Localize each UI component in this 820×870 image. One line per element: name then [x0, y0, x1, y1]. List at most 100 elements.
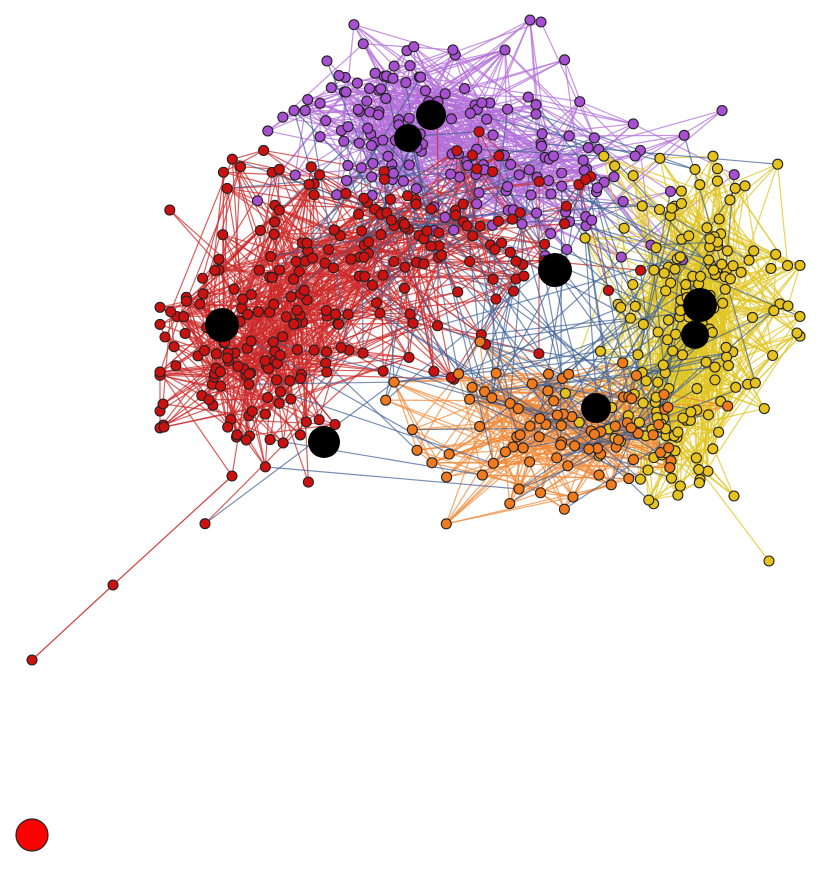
edge-purple [282, 43, 364, 118]
edge-red [376, 260, 545, 304]
node-purple [404, 60, 416, 72]
node-purple [577, 154, 589, 166]
node-purple [545, 188, 557, 200]
node-yellow [662, 334, 674, 346]
edge-inter-community [385, 249, 568, 401]
node-red [425, 240, 437, 252]
edge-purple [413, 46, 542, 147]
node-red [471, 163, 483, 175]
node-red [215, 380, 227, 392]
node-red [243, 368, 255, 380]
node-red [268, 228, 280, 240]
node-orange [555, 439, 567, 451]
edge-inter-community [479, 341, 666, 374]
node-yellow [691, 383, 703, 395]
edge-purple [504, 49, 595, 139]
edge-inter-community [348, 349, 562, 427]
node-red [306, 252, 319, 264]
node-red [518, 270, 530, 282]
edge-purple [353, 24, 456, 56]
edge-purple [591, 110, 723, 221]
node-purple [629, 150, 641, 162]
node-purple [536, 128, 548, 140]
node-purple [415, 71, 427, 83]
node-purple [591, 182, 603, 194]
edge-orange [492, 403, 511, 464]
node-yellow [665, 472, 678, 484]
node-yellow [672, 426, 684, 438]
node-orange [474, 420, 486, 432]
edge-purple [518, 145, 543, 176]
node-red [353, 208, 365, 220]
edge-inter-community [458, 306, 621, 375]
node-yellow [703, 254, 715, 266]
node-purple [382, 150, 394, 162]
node-red [209, 264, 221, 276]
node-purple [340, 86, 352, 98]
node-yellow [763, 555, 775, 567]
node-red [356, 225, 368, 237]
node-purple [582, 142, 594, 154]
node-red [232, 360, 244, 372]
edge-orange [509, 403, 565, 510]
edge-inter-community [535, 212, 596, 435]
edge-inter-community [518, 455, 600, 490]
node-yellow [634, 473, 646, 485]
edge-yellow [670, 163, 779, 284]
node-yellow [716, 258, 728, 270]
node-yellow [765, 262, 777, 274]
node-red [274, 349, 286, 361]
edge-red [226, 188, 249, 315]
node-yellow [609, 160, 621, 172]
node-red [226, 153, 238, 165]
node-yellow [721, 245, 733, 257]
node-red [464, 255, 476, 268]
node-yellow [722, 360, 734, 372]
edge-purple [579, 101, 636, 157]
edge-red [313, 323, 339, 351]
node-yellow [573, 416, 585, 428]
node-yellow [730, 381, 742, 393]
node-purple [481, 113, 493, 125]
node-yellow [559, 387, 572, 399]
node-yellow [748, 245, 760, 257]
node-purple [314, 131, 326, 143]
node-orange [630, 369, 642, 382]
node-orange [627, 454, 640, 466]
edge-red [296, 260, 470, 311]
node-yellow [690, 452, 702, 464]
node-red [291, 344, 303, 356]
node-red [457, 198, 469, 210]
node-purple [302, 93, 314, 106]
node-orange [625, 422, 637, 434]
edge-inter-community [420, 150, 464, 205]
node-orange [512, 403, 524, 415]
node-purple [408, 41, 420, 53]
node-orange [653, 419, 665, 431]
edge-red [289, 284, 373, 382]
edge-purple [445, 93, 529, 98]
node-yellow [709, 361, 721, 373]
node-yellow [720, 341, 732, 353]
node-purple [372, 109, 384, 121]
node-purple [445, 168, 457, 180]
edge-red [358, 275, 455, 380]
node-red [428, 365, 440, 377]
node-red [533, 348, 545, 360]
node-red [243, 378, 255, 390]
node-orange [555, 420, 567, 432]
node-yellow [782, 300, 794, 312]
node-red [237, 293, 249, 305]
edge-yellow [659, 155, 714, 159]
node-purple [535, 16, 547, 28]
node-yellow [728, 490, 740, 502]
node-red [303, 178, 315, 190]
node-purple [502, 181, 514, 193]
node-red [507, 285, 520, 297]
node-yellow [743, 254, 755, 266]
node-purple [487, 129, 499, 141]
edge-red [204, 421, 307, 525]
node-purple [499, 44, 511, 56]
node-yellow [672, 489, 684, 501]
node-yellow [615, 301, 627, 313]
